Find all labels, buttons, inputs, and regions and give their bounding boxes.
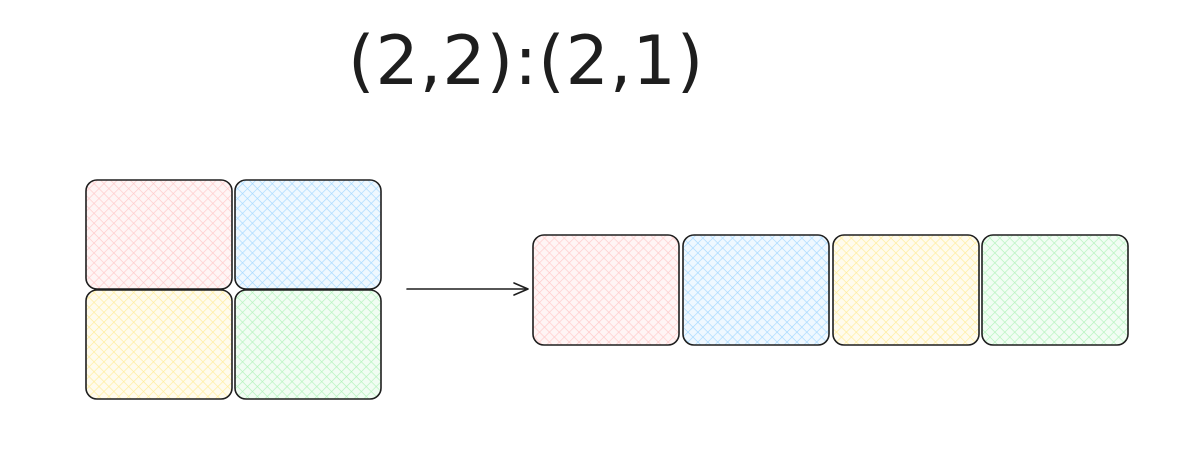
layout-title: (2,2):(2,1) [348, 22, 705, 101]
source-cell-yellow [85, 289, 233, 400]
target-cell-yellow [832, 234, 980, 346]
source-cell-red [85, 179, 233, 290]
source-grid [85, 179, 382, 400]
source-cell-green [234, 289, 382, 400]
source-cell-blue [234, 179, 382, 290]
target-cell-red [532, 234, 680, 346]
target-cell-green [981, 234, 1129, 346]
target-cell-blue [682, 234, 830, 346]
mapping-arrow [406, 282, 529, 296]
target-row [532, 234, 1129, 346]
arrow-head-icon [513, 282, 529, 296]
